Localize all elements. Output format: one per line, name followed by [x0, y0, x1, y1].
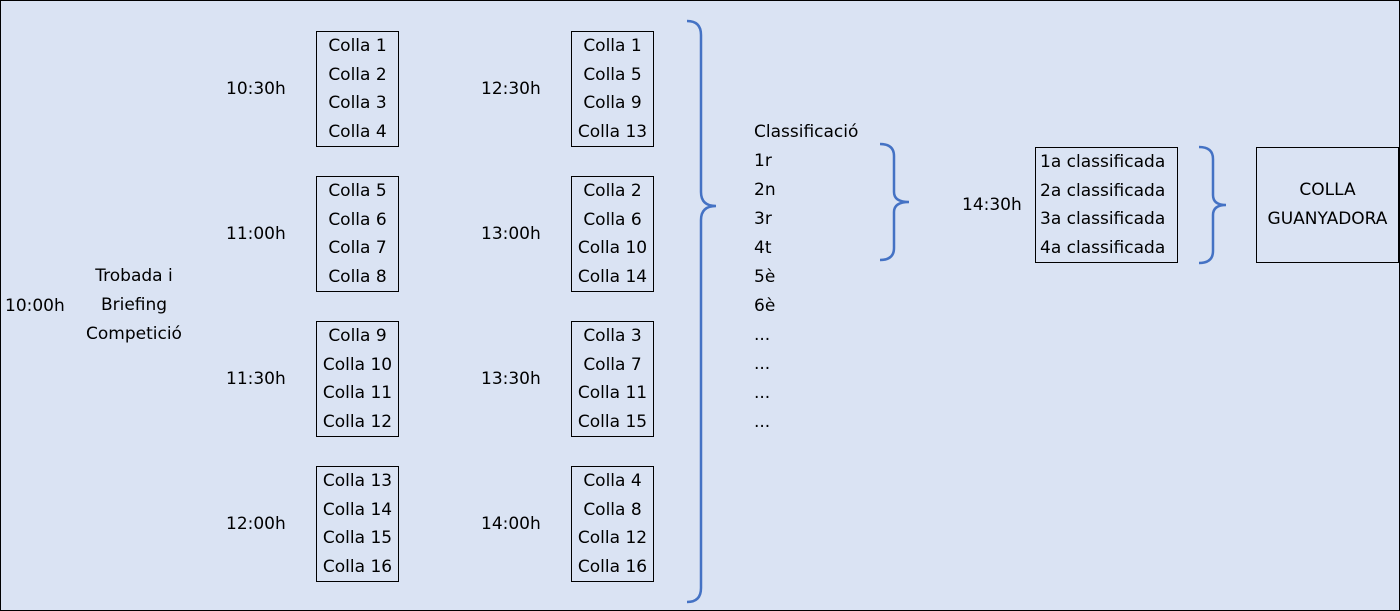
start-time: 10:00h [5, 296, 65, 316]
round1-group-box: Colla 13 Colla 14 Colla 15 Colla 16 [316, 466, 399, 582]
winner-box: COLLA GUANYADORA [1256, 147, 1399, 263]
round1-time: 11:30h [226, 369, 286, 389]
team-entry: Colla 16 [322, 556, 393, 577]
team-entry: Colla 15 [322, 528, 393, 549]
rank-entry: ... [754, 325, 771, 345]
round1-time: 11:00h [226, 224, 286, 244]
final-bracket [1198, 145, 1227, 265]
round1-time: 10:30h [226, 79, 286, 99]
winner-line: GUANYADORA [1267, 209, 1388, 229]
team-entry: Colla 1 [583, 36, 642, 57]
final-time: 14:30h [962, 195, 1022, 215]
team-entry: Colla 10 [577, 238, 648, 259]
team-entry: Colla 5 [328, 181, 387, 202]
finalist-entry: 3a classificada [1040, 209, 1166, 230]
team-entry: Colla 15 [577, 411, 648, 432]
start-label: Trobada i Briefing Competició [79, 262, 189, 349]
round2-time: 13:30h [481, 369, 541, 389]
team-entry: Colla 5 [583, 64, 642, 85]
round1-group-box: Colla 9 Colla 10 Colla 11 Colla 12 [316, 321, 399, 437]
rank-entry: 5è [754, 267, 776, 287]
finalist-entry: 4a classificada [1040, 237, 1166, 258]
team-entry: Colla 9 [328, 326, 387, 347]
team-entry: Colla 7 [583, 354, 642, 375]
team-entry: Colla 3 [583, 326, 642, 347]
team-entry: Colla 8 [328, 266, 387, 287]
team-entry: Colla 11 [577, 383, 648, 404]
rank-entry: ... [754, 412, 771, 432]
team-entry: Colla 8 [583, 499, 642, 520]
round-results-bracket [686, 19, 717, 604]
round2-group-box: Colla 2 Colla 6 Colla 10 Colla 14 [571, 176, 654, 292]
round2-group-box: Colla 1 Colla 5 Colla 9 Colla 13 [571, 31, 654, 147]
rank-entry: 1r [754, 151, 772, 171]
round1-time: 12:00h [226, 514, 286, 534]
team-entry: Colla 7 [328, 238, 387, 259]
rank-entry: 6è [754, 296, 776, 316]
winner-line: COLLA [1299, 180, 1356, 200]
rank-entry: 2n [754, 180, 776, 200]
round2-time: 13:00h [481, 224, 541, 244]
classification-list: Classificació 1r 2n 3r 4t 5è 6è ... ... … [754, 118, 858, 437]
team-entry: Colla 10 [322, 354, 393, 375]
team-entry: Colla 9 [583, 93, 642, 114]
team-entry: Colla 12 [577, 528, 648, 549]
final-group-box: 1a classificada 2a classificada 3a class… [1035, 147, 1178, 263]
team-entry: Colla 6 [328, 209, 387, 230]
round1-group-box: Colla 5 Colla 6 Colla 7 Colla 8 [316, 176, 399, 292]
team-entry: Colla 14 [577, 266, 648, 287]
rank-entry: 3r [754, 209, 772, 229]
start-line: Briefing [100, 295, 168, 315]
team-entry: Colla 4 [583, 471, 642, 492]
rank-entry: 4t [754, 238, 772, 258]
start-line: Competició [86, 324, 182, 344]
start-line: Trobada i [95, 266, 173, 286]
team-entry: Colla 1 [328, 36, 387, 57]
round2-group-box: Colla 4 Colla 8 Colla 12 Colla 16 [571, 466, 654, 582]
team-entry: Colla 13 [322, 471, 393, 492]
team-entry: Colla 14 [322, 499, 393, 520]
team-entry: Colla 2 [328, 64, 387, 85]
team-entry: Colla 12 [322, 411, 393, 432]
team-entry: Colla 13 [577, 121, 648, 142]
team-entry: Colla 16 [577, 556, 648, 577]
round1-group-box: Colla 1 Colla 2 Colla 3 Colla 4 [316, 31, 399, 147]
round2-group-box: Colla 3 Colla 7 Colla 11 Colla 15 [571, 321, 654, 437]
classification-title: Classificació [754, 122, 859, 142]
finalist-entry: 2a classificada [1040, 180, 1166, 201]
rank-entry: ... [754, 383, 771, 403]
classification-bracket [879, 142, 910, 262]
team-entry: Colla 11 [322, 383, 393, 404]
team-entry: Colla 6 [583, 209, 642, 230]
team-entry: Colla 4 [328, 121, 387, 142]
finalist-entry: 1a classificada [1040, 152, 1166, 173]
round2-time: 12:30h [481, 79, 541, 99]
round2-time: 14:00h [481, 514, 541, 534]
team-entry: Colla 3 [328, 93, 387, 114]
team-entry: Colla 2 [583, 181, 642, 202]
rank-entry: ... [754, 354, 771, 374]
